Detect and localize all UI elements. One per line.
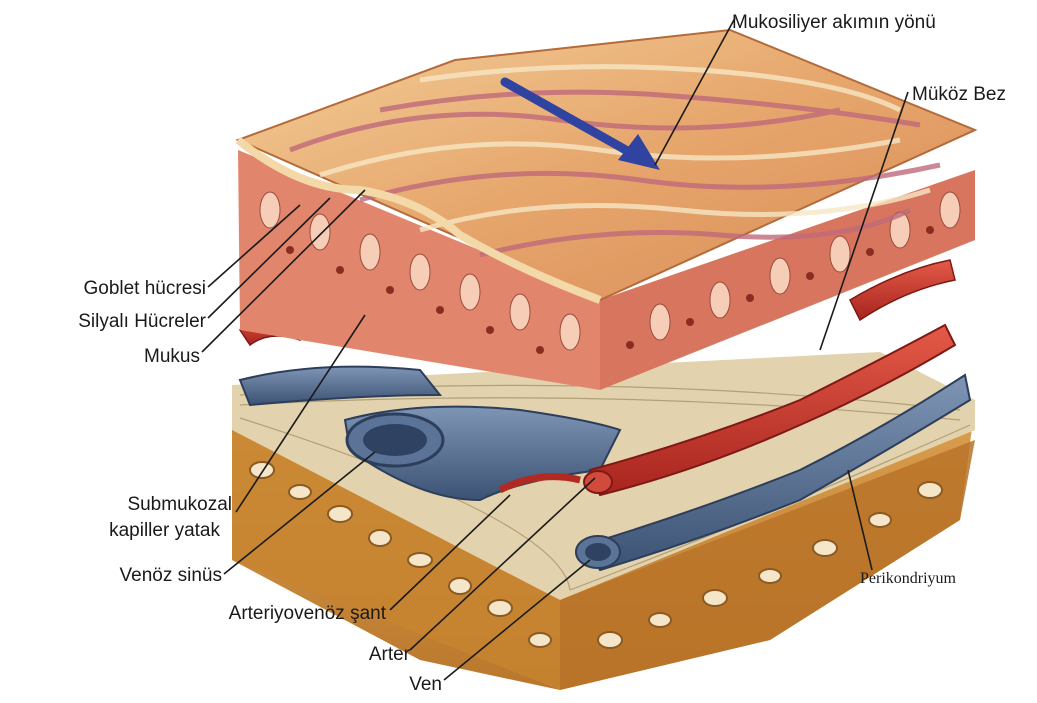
label-mucous-gland: Müköz Bez <box>912 84 1006 106</box>
label-vein: Ven <box>380 674 442 696</box>
label-perichondrium: Perikondriyum <box>860 568 956 590</box>
label-ciliated-cells: Silyalı Hücreler <box>10 311 206 333</box>
label-mucus: Mukus <box>80 346 200 368</box>
label-venous-sinus: Venöz sinüs <box>40 565 222 587</box>
label-mucociliary-flow: Mukosiliyer akımın yönü <box>732 12 936 34</box>
label-submucosal-line1: Submukozal <box>40 494 232 516</box>
label-goblet-cell: Goblet hücresi <box>38 278 206 300</box>
label-artery: Arter <box>320 644 410 666</box>
label-av-shunt: Arteriyovenöz şant <box>150 603 386 625</box>
label-submucosal-line2: kapiller yatak <box>40 520 220 542</box>
